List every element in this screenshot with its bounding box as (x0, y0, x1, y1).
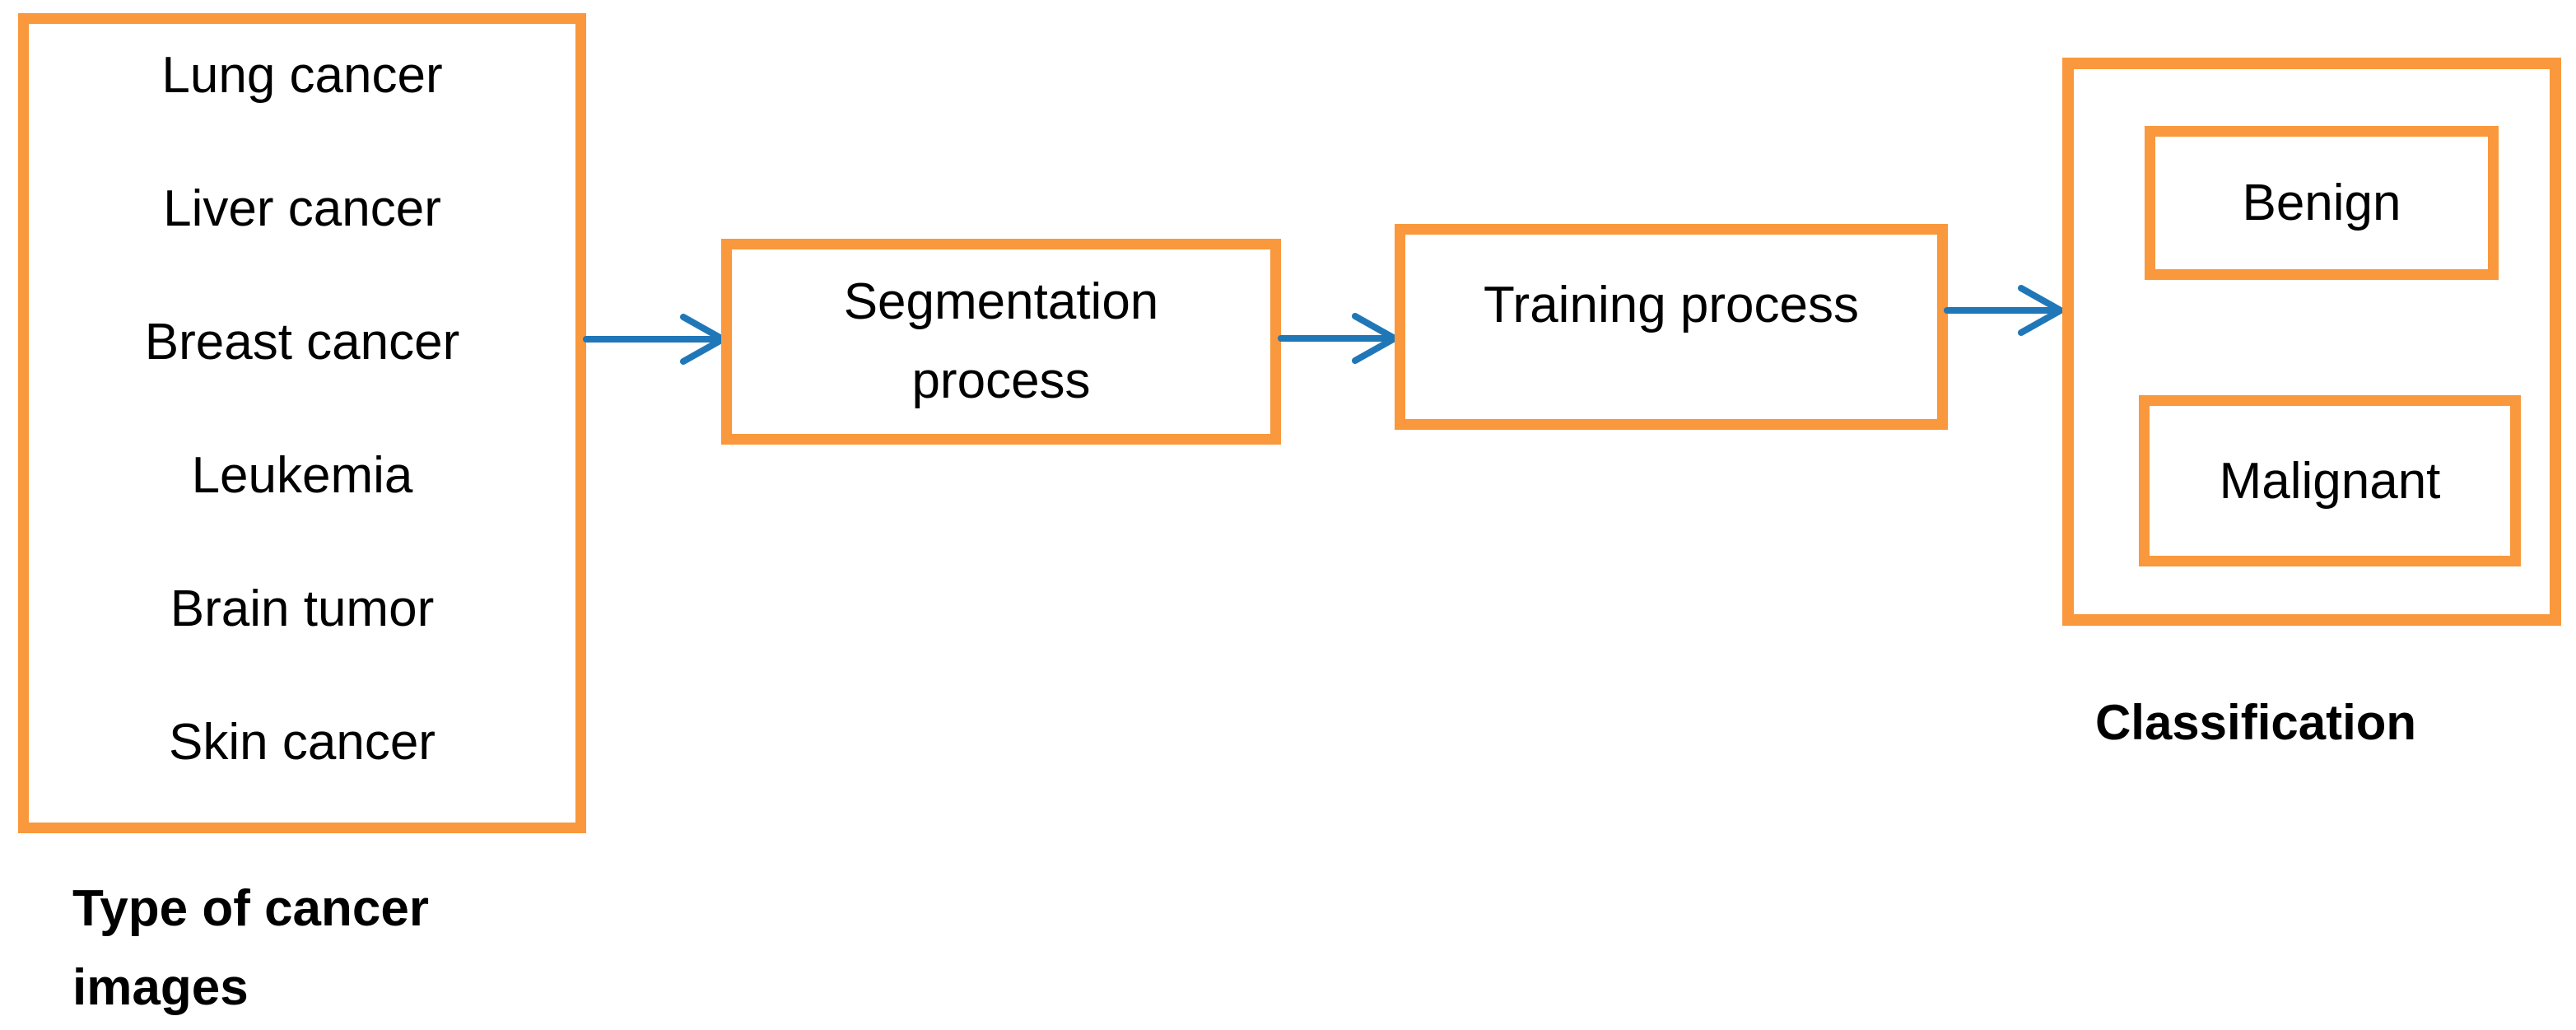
list-item-breast-cancer: Breast cancer (144, 314, 460, 371)
list-item-brain-tumor: Brain tumor (170, 580, 435, 637)
arrow-source-to-segmentation (583, 314, 726, 365)
malignant-label: Malignant (2219, 452, 2441, 510)
training-process-label: Training process (1483, 277, 1859, 333)
benign-box: Benign (2145, 126, 2499, 280)
list-item-lung-cancer: Lung cancer (161, 47, 443, 104)
list-item-liver-cancer: Liver cancer (163, 180, 441, 237)
malignant-box: Malignant (2139, 395, 2521, 566)
arrow-training-to-classification (1944, 285, 2064, 336)
list-item-leukemia: Leukemia (191, 447, 413, 504)
segmentation-process-label: Segmentation process (843, 273, 1159, 409)
cancer-types-box: Lung cancer Liver cancer Breast cancer L… (18, 13, 586, 833)
source-box-caption: Type of cancer images (72, 880, 430, 1016)
classification-box: Benign Malignant (2062, 58, 2561, 626)
list-item-skin-cancer: Skin cancer (169, 714, 436, 771)
segmentation-process-box: Segmentation process (721, 239, 1281, 445)
classification-caption: Classification (2094, 695, 2417, 750)
arrow-segmentation-to-training (1278, 313, 1398, 364)
benign-label: Benign (2242, 175, 2401, 231)
training-process-box: Training process (1395, 224, 1948, 430)
